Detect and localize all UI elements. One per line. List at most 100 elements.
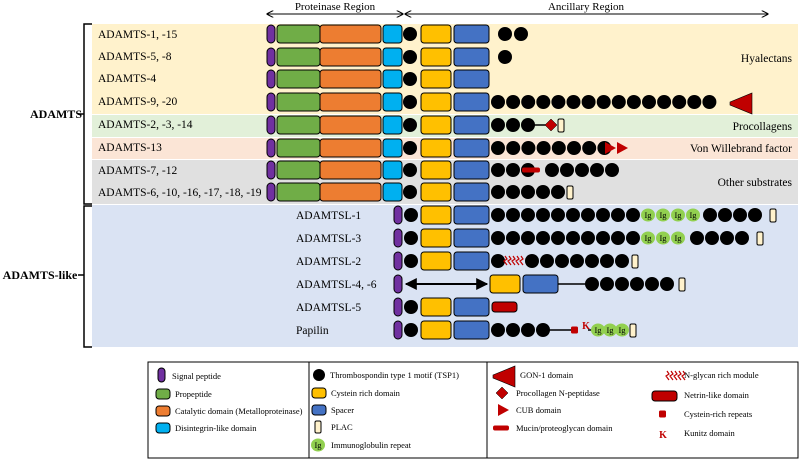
- immunoglobulin-repeat: [591, 323, 605, 337]
- cysteine-rich-domain: [420, 47, 452, 67]
- legend-label-cub: CUB domain: [516, 405, 562, 415]
- tsp1-motif: [403, 141, 417, 155]
- immunoglobulin-repeat: [656, 231, 670, 245]
- signal-peptide: [393, 297, 403, 317]
- tsp1-motif: [536, 95, 551, 109]
- tsp1-motif: [403, 163, 417, 177]
- immunoglobulin-label: Ig: [644, 233, 652, 243]
- row-label: ADAMTSL-4, -6: [296, 279, 377, 291]
- disintegrin-domain: [382, 24, 403, 44]
- category-procollagens: Procollagens: [733, 121, 793, 133]
- disintegrin-domain: [382, 115, 403, 135]
- cystein-rich-repeat: [659, 410, 666, 418]
- disintegrin-domain: [382, 69, 403, 89]
- tsp1-motif: [626, 231, 640, 245]
- tsp1-motif: [605, 163, 619, 177]
- tsp1-motif: [660, 277, 674, 291]
- tsp1-motif: [498, 50, 512, 64]
- disintegrin-domain: [382, 138, 403, 158]
- tsp1-motif: [596, 95, 611, 109]
- spacer-domain: [453, 47, 490, 67]
- tsp1-motif: [642, 95, 656, 109]
- tsp1-motif: [551, 231, 565, 245]
- tsp1-motif: [521, 95, 536, 109]
- tsp1-motif: [498, 27, 512, 41]
- adamts-like-bracket: ADAMTS-like: [3, 205, 92, 348]
- spacer-domain: [453, 24, 490, 44]
- legend-propeptide-swatch: [155, 388, 171, 400]
- legend-label-propeptide: Propeptide: [175, 389, 212, 399]
- tsp1-motif: [403, 185, 417, 199]
- tsp1-motif: [672, 95, 687, 109]
- tsp1-motif: [600, 254, 614, 268]
- disintegrin-domain: [382, 92, 403, 112]
- tsp1-motif: [551, 95, 566, 109]
- cysteine-rich-domain: [420, 92, 452, 112]
- proteinase-region-label: Proteinase Region: [295, 1, 376, 13]
- catalytic-domain: [319, 182, 382, 202]
- tsp1-motif: [566, 231, 580, 245]
- signal-peptide: [393, 274, 403, 294]
- tsp1-motif: [521, 141, 536, 155]
- immunoglobulin-repeat: [311, 438, 325, 452]
- legend-label-plac: PLAC: [331, 422, 353, 432]
- tsp1-motif: [514, 27, 528, 41]
- immunoglobulin-repeat: [603, 323, 617, 337]
- propeptide-domain: [276, 138, 321, 158]
- tsp1-motif: [404, 231, 418, 245]
- tsp1-motif: [585, 277, 599, 291]
- signal-peptide: [266, 160, 276, 180]
- cysteine-rich-domain: [420, 69, 452, 89]
- immunoglobulin-label: Ig: [594, 325, 602, 335]
- tsp1-motif: [735, 231, 749, 245]
- cysteine-rich-domain: [420, 320, 452, 340]
- spacer-domain: [453, 205, 490, 225]
- tsp1-motif: [705, 231, 719, 245]
- tsp1-motif: [645, 277, 659, 291]
- tsp1-motif: [403, 27, 417, 41]
- tsp1-motif: [506, 141, 521, 155]
- immunoglobulin-repeat: [686, 208, 700, 222]
- tsp1-motif: [551, 208, 565, 222]
- spacer-domain: [453, 160, 490, 180]
- tsp1-motif: [657, 95, 672, 109]
- legend-plac-swatch: [314, 420, 322, 434]
- legend-catalytic-swatch: [155, 405, 171, 417]
- tsp1-motif: [720, 231, 734, 245]
- signal-peptide: [266, 182, 276, 202]
- tsp1-motif: [560, 163, 574, 177]
- tsp1-motif: [540, 254, 554, 268]
- n-glycan-module: [665, 370, 686, 381]
- immunoglobulin-label: Ig: [674, 233, 682, 243]
- spacer-domain: [522, 274, 559, 294]
- tsp1-motif: [703, 208, 717, 222]
- disintegrin-domain: [382, 47, 403, 67]
- legend-label-gon1: GON-1 domain: [520, 370, 574, 380]
- immunoglobulin-label: Ig: [644, 210, 652, 220]
- plac-domain: [566, 185, 574, 200]
- legend-label-mucin: Mucin/proteoglycan domain: [516, 423, 613, 433]
- legend-label-disintegrin: Disintegrin-like domain: [175, 423, 257, 433]
- row-label: ADAMTS-9, -20: [98, 96, 177, 108]
- legend-signal-peptide-swatch: [157, 367, 166, 383]
- tsp1-motif: [491, 95, 505, 109]
- row-label: ADAMTS-7, -12: [98, 165, 177, 177]
- legend-spacer-swatch: [311, 404, 327, 416]
- mucin-proteoglycan-domain: [493, 425, 509, 431]
- spacer-domain: [453, 251, 490, 271]
- tsp1-motif: [630, 277, 644, 291]
- cysteine-rich-domain: [420, 228, 452, 248]
- tsp1-motif: [403, 95, 417, 109]
- plac-domain: [631, 254, 639, 269]
- immunoglobulin-label: Ig: [674, 210, 682, 220]
- tsp1-motif: [626, 208, 640, 222]
- netrin-like-domain: [651, 390, 678, 402]
- tsp1-motif: [491, 254, 505, 268]
- tsp1-motif: [581, 231, 595, 245]
- tsp1-motif: [491, 118, 505, 132]
- legend-label-tsp1: Thrombospondin type 1 motif (TSP1): [330, 370, 459, 380]
- ancillary-region-label: Ancillary Region: [548, 1, 625, 13]
- immunoglobulin-label: Ig: [659, 233, 667, 243]
- tsp1-motif: [590, 163, 604, 177]
